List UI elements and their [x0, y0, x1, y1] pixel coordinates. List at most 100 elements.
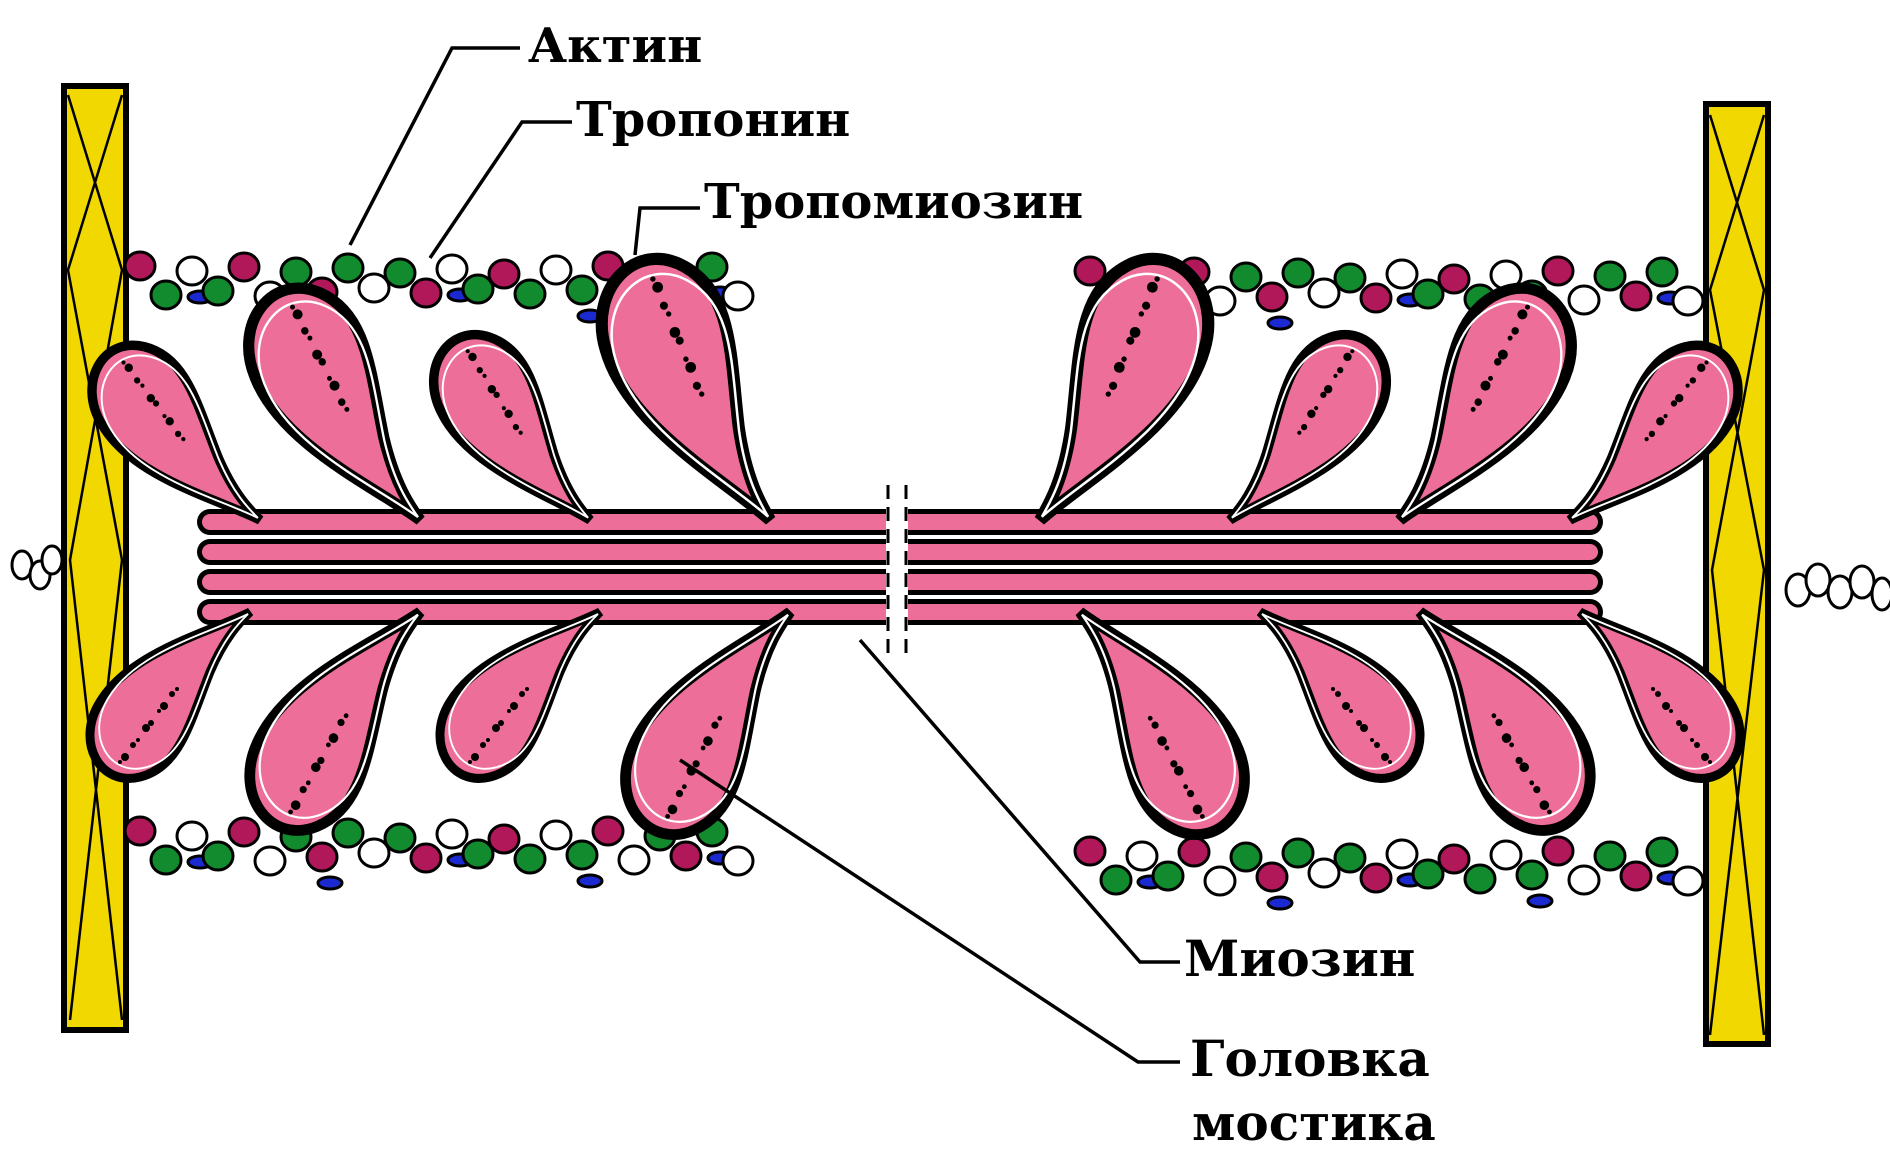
head-speckle	[1374, 742, 1380, 748]
head-speckle	[125, 364, 133, 372]
head-speckle	[498, 720, 504, 726]
head-speckle	[1690, 377, 1696, 383]
actin-bead	[333, 254, 363, 282]
actin-bead	[567, 276, 597, 304]
head-speckle	[525, 687, 529, 691]
actin-bead	[1101, 866, 1131, 894]
actin-bead	[489, 260, 519, 288]
head-speckle	[140, 384, 144, 388]
actin-bead	[151, 846, 181, 874]
head-speckle	[160, 702, 168, 710]
actin-bead	[1621, 862, 1651, 890]
z-disc-left	[64, 86, 126, 1030]
actin-bead	[1283, 259, 1313, 287]
head-speckle	[471, 753, 479, 761]
actin-bead	[1647, 838, 1677, 866]
head-speckle	[1388, 760, 1392, 764]
label-myosin: Миозин	[1184, 929, 1415, 988]
actin-bead	[1205, 867, 1235, 895]
head-speckle	[1356, 720, 1362, 726]
head-speckle	[1690, 738, 1694, 742]
head-speckle	[1381, 753, 1389, 761]
head-speckle	[1651, 687, 1655, 691]
m-line	[886, 480, 908, 660]
head-speckle	[121, 360, 125, 364]
actin-bead	[489, 825, 519, 853]
head-speckle	[1680, 724, 1688, 732]
actin-bead	[411, 279, 441, 307]
myosin-head	[223, 280, 456, 520]
myosin-head	[1364, 280, 1597, 520]
head-speckle	[147, 394, 155, 402]
actin-bead	[1153, 862, 1183, 890]
actin-bead	[125, 252, 155, 280]
actin-bead	[1647, 258, 1677, 286]
head-speckle	[519, 691, 525, 697]
actin-bead	[1361, 284, 1391, 312]
head-speckle	[175, 431, 181, 437]
head-speckle	[510, 702, 518, 710]
actin-bead	[1673, 287, 1703, 315]
label-head-line1: Головка	[1190, 1029, 1430, 1088]
actin-bead	[1387, 840, 1417, 868]
myosin-head	[982, 247, 1249, 520]
actin-bead	[177, 257, 207, 285]
actin-bead	[1257, 283, 1287, 311]
head-speckle	[1655, 691, 1661, 697]
head-speckle	[1669, 709, 1673, 713]
actin-bead	[177, 822, 207, 850]
actin-bead	[1257, 863, 1287, 891]
myosin-head	[440, 612, 600, 778]
head-speckle	[1335, 691, 1341, 697]
myosin-head	[1260, 612, 1420, 778]
head-speckle	[181, 437, 185, 441]
actin-bead	[1569, 866, 1599, 894]
head-leader	[680, 760, 1180, 1062]
actin-bead	[281, 258, 311, 286]
head-speckle	[1645, 437, 1649, 441]
actin-bead	[1387, 260, 1417, 288]
head-speckle	[1370, 738, 1374, 742]
actin-bead	[333, 819, 363, 847]
actin-bead	[1335, 844, 1365, 872]
head-speckle	[492, 724, 500, 732]
outer-actin-left	[12, 546, 62, 589]
head-speckle	[1701, 753, 1709, 761]
head-speckle	[130, 742, 136, 748]
actin-bead	[203, 842, 233, 870]
head-speckle	[1331, 687, 1335, 691]
myosin-head	[230, 612, 448, 836]
actin-bead	[1439, 265, 1469, 293]
troponin-bead	[578, 875, 602, 887]
actin-bead	[1595, 842, 1625, 870]
actin-bead	[593, 817, 623, 845]
actin-bead	[229, 253, 259, 281]
troponin-leader	[430, 122, 572, 258]
head-speckle	[468, 760, 472, 764]
myosin-filament	[90, 247, 1740, 842]
head-speckle	[1671, 400, 1677, 406]
actin-bead	[1231, 263, 1261, 291]
head-speckle	[1686, 384, 1690, 388]
actin-bead	[229, 818, 259, 846]
myosin-head	[1215, 331, 1398, 520]
label-troponin: Тропонин	[576, 92, 850, 148]
actin-bead	[723, 282, 753, 310]
actin-bead	[411, 844, 441, 872]
actin-bead	[385, 824, 415, 852]
head-speckle	[1704, 360, 1708, 364]
head-speckle	[480, 742, 486, 748]
label-actin: Актин	[528, 18, 702, 74]
head-speckle	[175, 687, 179, 691]
head-speckle	[1675, 394, 1683, 402]
head-speckle	[1663, 414, 1667, 418]
actin-bead	[1465, 865, 1495, 893]
troponin-bead	[1528, 895, 1552, 907]
actin-bead	[723, 847, 753, 875]
head-speckle	[157, 709, 161, 713]
actin-filament-bottom-right	[1075, 837, 1703, 909]
actin-bead	[1361, 864, 1391, 892]
head-speckle	[1697, 364, 1705, 372]
actin-bead	[1283, 839, 1313, 867]
